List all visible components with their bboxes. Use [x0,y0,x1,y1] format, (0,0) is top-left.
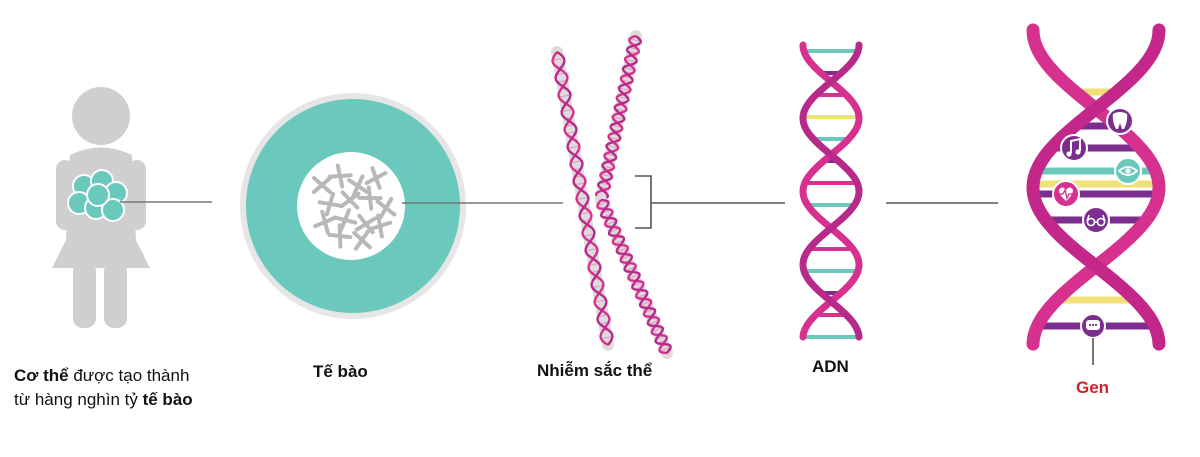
dna-helix [799,41,863,341]
chromosome-x [352,229,372,251]
cell-cluster [67,169,128,222]
label-body: Cơ thể được tạo thành từ hàng nghìn tỷ t… [14,364,193,412]
chromosome-x [339,190,361,210]
label-dna: ADN [812,357,849,376]
speech-bubble-icon [1080,313,1106,365]
label-body-text-2: từ hàng nghìn tỷ [14,390,143,409]
dna-backbone [799,41,863,341]
chromosome-strand-right-upper [594,30,643,206]
eye-icon [1114,157,1142,185]
chromosome-strands [551,30,673,359]
chromosome-x [357,185,383,211]
bracket [635,175,785,229]
chromosome-x [317,191,343,217]
chromosome-x [312,176,332,194]
gene-icons [1052,107,1142,365]
chromosome-x [327,223,353,249]
music-note-icon [1060,134,1088,162]
label-body-bold-2: tế bào [142,390,193,409]
label-cell: Tế bào [313,362,368,381]
chromosome-x [364,166,388,190]
chromosome-x [327,163,353,189]
label-body-bold: Cơ thể [14,366,69,385]
chromosome-x [332,208,358,232]
dna-backbone [799,41,863,341]
chromosome-strand-right-lower [595,194,673,359]
chromosome-x [375,196,397,220]
glasses-icon [1082,206,1110,234]
label-gene: Gen [1076,378,1110,397]
gene-backbone [1026,23,1166,351]
label-body-text: được tạo thành [68,366,190,385]
chromosome-x [367,213,393,239]
chromosome-strand-left [551,46,614,351]
chromosome-x [313,209,337,235]
heart-pulse-icon [1052,180,1080,208]
gene-helix [1026,23,1166,351]
label-chromosome: Nhiễm sắc thể [537,361,653,380]
chromosome-cluster [312,163,397,251]
tooth-icon [1106,107,1134,135]
chromosome-x [347,174,369,198]
gene-backbone [1026,23,1166,351]
